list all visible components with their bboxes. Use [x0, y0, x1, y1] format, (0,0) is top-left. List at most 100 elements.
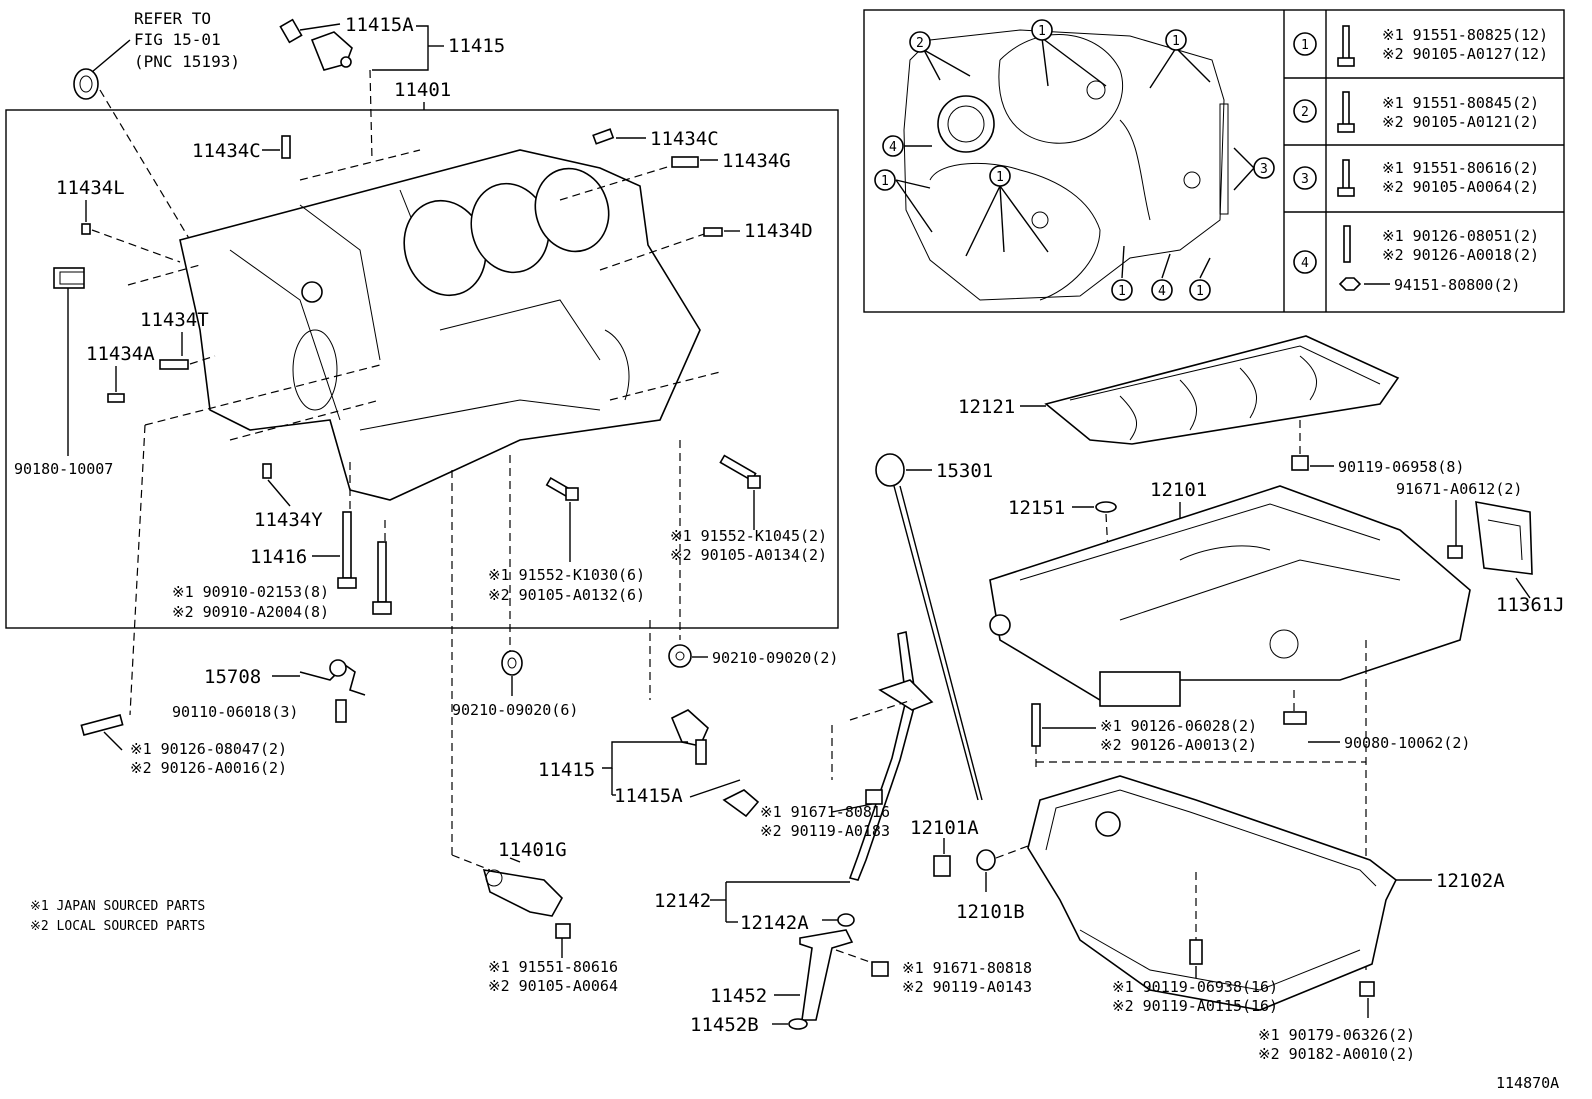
svg-text:※2 90105-A0064(2): ※2 90105-A0064(2) — [1382, 178, 1539, 196]
svg-text:1: 1 — [1196, 284, 1204, 299]
label-91671-A0612: 91671-A0612(2) — [1396, 480, 1522, 498]
o-ring-12151 — [1095, 501, 1117, 513]
bolt-91552-K1030 — [545, 476, 579, 501]
oil-pressure-switch-lower — [670, 709, 760, 818]
oil-pan-lower-12102A — [1027, 775, 1398, 1011]
label-12101: 12101 — [1150, 479, 1207, 501]
pin-11434D — [703, 227, 723, 237]
svg-text:2: 2 — [916, 36, 924, 51]
label-12142A: 12142A — [740, 912, 809, 934]
label-pan-note1: ※1 90119-06938(16) — [1112, 978, 1278, 996]
svg-text:※1 90126-08051(2): ※1 90126-08051(2) — [1382, 227, 1539, 245]
pin-11434A — [107, 393, 125, 403]
label-11415A-top: 11415A — [345, 14, 414, 36]
label-90119-06958: 90119-06958(8) — [1338, 458, 1464, 476]
svg-text:4: 4 — [1301, 256, 1309, 271]
label-bolt2-note1: ※1 91552-K1045(2) — [670, 527, 827, 545]
label-15301: 15301 — [936, 460, 993, 482]
gasket-90210-b — [668, 644, 692, 668]
pin-11434Y — [262, 463, 272, 479]
bolt-90110-06018 — [335, 699, 347, 723]
oil-seal-part — [73, 39, 131, 100]
bolt-91552-K1045 — [719, 454, 761, 489]
label-11434G: 11434G — [722, 150, 791, 172]
svg-text:1: 1 — [881, 174, 889, 189]
label-drain-note1: ※1 90179-06326(2) — [1258, 1026, 1415, 1044]
gasket-12101B — [976, 849, 996, 871]
inset-table-row-2: 2 ※1 91551-80845(2) ※2 90105-A0121(2) — [1293, 91, 1539, 133]
inset-frame — [863, 9, 1565, 313]
svg-text:※1 91551-80845(2): ※1 91551-80845(2) — [1382, 94, 1539, 112]
bolt-90119-06958 — [1291, 455, 1309, 471]
label-11416-note2: ※2 90910-A2004(8) — [172, 603, 329, 621]
pin-11434T — [159, 359, 189, 370]
label-bolt2-note2: ※2 90105-A0134(2) — [670, 546, 827, 564]
dipstick-15301 — [875, 453, 983, 801]
cover-11361J — [1475, 501, 1533, 575]
label-90210-a: 90210-09020(6) — [452, 701, 578, 719]
label-11434T: 11434T — [140, 309, 209, 331]
legend-japan: ※1 JAPAN SOURCED PARTS — [30, 899, 205, 914]
label-12142: 12142 — [654, 890, 711, 912]
o-ring-11452B — [788, 1018, 808, 1030]
bolt-90080-10062 — [1283, 711, 1307, 725]
label-sensor-note2: ※2 90105-A0064 — [488, 977, 618, 995]
legend-local: ※2 LOCAL SOURCED PARTS — [30, 919, 205, 934]
label-guide-note2: ※2 90119-A0183 — [760, 822, 890, 840]
label-12121: 12121 — [958, 396, 1015, 418]
pin-11434L — [81, 223, 91, 235]
inset-table-row-3: 3 ※1 91551-80616(2) ※2 90105-A0064(2) — [1293, 159, 1539, 197]
svg-text:1: 1 — [1172, 34, 1180, 49]
oil-strainer-tube-11452 — [799, 929, 854, 1021]
label-bolt1-note2: ※2 90105-A0132(6) — [488, 586, 645, 604]
svg-text:1: 1 — [1301, 38, 1309, 53]
plug-90180-10007 — [53, 267, 85, 289]
bolt-90119-06938 — [1189, 939, 1203, 965]
label-90110-06018: 90110-06018(3) — [172, 703, 298, 721]
label-11434L: 11434L — [56, 177, 125, 199]
svg-text:※2 90126-A0018(2): ※2 90126-A0018(2) — [1382, 246, 1539, 264]
label-11416-note1: ※1 90910-02153(8) — [172, 583, 329, 601]
refer-to-line2: FIG 15-01 — [134, 30, 221, 49]
pin-11434G — [671, 156, 699, 168]
svg-text:3: 3 — [1260, 162, 1268, 177]
drain-plug-12101A — [933, 855, 951, 877]
label-12101B: 12101B — [956, 901, 1025, 923]
bolt-11416 — [337, 511, 392, 615]
bolt-tube — [871, 961, 889, 977]
label-11434D: 11434D — [744, 220, 813, 242]
label-11361J: 11361J — [1496, 594, 1565, 616]
svg-text:94151-80800(2): 94151-80800(2) — [1394, 276, 1520, 294]
pin-11434C-left — [281, 135, 291, 159]
bolt-91671-A0612 — [1447, 545, 1463, 559]
baffle-plate-12121 — [1044, 335, 1400, 445]
oil-pan-upper-12101 — [989, 485, 1471, 707]
label-11415A-bottom: 11415A — [614, 785, 683, 807]
label-11415-top: 11415 — [448, 35, 505, 57]
label-11416: 11416 — [250, 546, 307, 568]
label-stud-note2: ※2 90126-A0016(2) — [130, 759, 287, 777]
inset-block-outline — [903, 29, 1229, 301]
refer-to-line3: (PNC 15193) — [134, 52, 240, 71]
svg-text:4: 4 — [1158, 284, 1166, 299]
label-stud2-note2: ※2 90126-A0013(2) — [1100, 736, 1257, 754]
svg-text:4: 4 — [889, 140, 897, 155]
block-group-frame — [5, 109, 839, 629]
label-stud-note1: ※1 90126-08047(2) — [130, 740, 287, 758]
label-tube-note1: ※1 91671-80818 — [902, 959, 1032, 977]
svg-text:1: 1 — [996, 170, 1004, 185]
oil-pressure-switch-part — [279, 18, 353, 71]
svg-text:1: 1 — [1118, 284, 1126, 299]
label-drain-note2: ※2 90182-A0010(2) — [1258, 1045, 1415, 1063]
label-11434C-right: 11434C — [650, 128, 719, 150]
label-11434Y: 11434Y — [254, 509, 323, 531]
svg-text:※2 90105-A0127(12): ※2 90105-A0127(12) — [1382, 45, 1548, 63]
inset-timing-cover-hole — [937, 95, 995, 153]
label-11434C-left: 11434C — [192, 140, 261, 162]
label-11452B: 11452B — [690, 1014, 759, 1036]
inset-table-row-4: 4 ※1 90126-08051(2) ※2 90126-A0018(2) 94… — [1293, 225, 1539, 294]
dipstick-guide-12142 — [848, 631, 934, 881]
inset-callouts: 1 1 2 4 3 1 1 1 4 1 — [874, 19, 1275, 301]
label-11434A: 11434A — [86, 343, 155, 365]
